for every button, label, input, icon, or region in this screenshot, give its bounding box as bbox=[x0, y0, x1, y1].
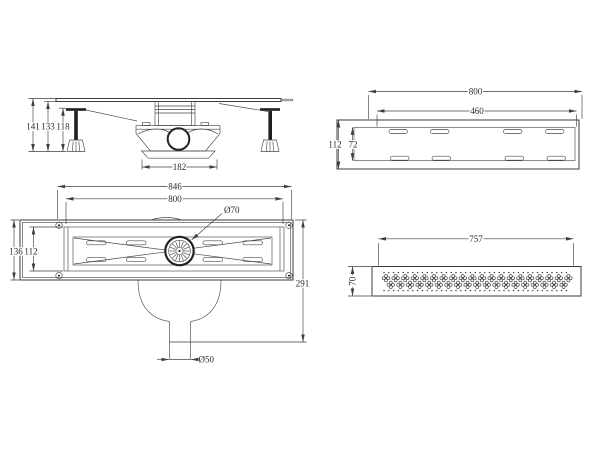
dim-channel-height-inner: 72 bbox=[347, 127, 359, 161]
trap-outlet-circle bbox=[166, 127, 191, 151]
dim-label-112-side: 112 bbox=[328, 140, 341, 150]
dim-mid-height: 133 bbox=[41, 101, 56, 152]
dim-label-72: 72 bbox=[349, 140, 358, 150]
dim-label-846: 846 bbox=[168, 182, 182, 192]
dim-label-118: 118 bbox=[56, 122, 70, 132]
dim-total-depth: 291 bbox=[169, 219, 310, 343]
dim-label-141: 141 bbox=[26, 122, 40, 132]
side-elevation-view: 141 133 118 182 bbox=[26, 98, 293, 172]
dim-label-d70: Ø70 bbox=[224, 205, 240, 215]
dim-label-d50: Ø50 bbox=[199, 355, 215, 365]
dim-grate-length: 757 bbox=[378, 234, 574, 266]
dim-channel-length-outer: 800 bbox=[368, 87, 583, 119]
grate-perforation-pattern bbox=[381, 271, 573, 292]
dim-label-136: 136 bbox=[9, 246, 23, 256]
grate-view: 757 70 bbox=[348, 234, 582, 297]
dim-label-800-plan: 800 bbox=[168, 194, 182, 204]
plan-view: Ø70 846 800 136 112 bbox=[9, 182, 310, 365]
trap-and-outlet bbox=[137, 280, 222, 360]
dim-outlet-diameter: Ø50 bbox=[157, 355, 214, 365]
dim-grate-width: 70 bbox=[348, 266, 371, 297]
dim-label-800-top: 800 bbox=[469, 87, 483, 97]
dim-leg-height: 118 bbox=[56, 107, 70, 152]
dim-strainer-diameter: Ø70 bbox=[191, 205, 240, 241]
dim-label-112-plan: 112 bbox=[24, 246, 37, 256]
dim-trap-width: 182 bbox=[141, 159, 218, 172]
dim-channel-length-inner: 460 bbox=[376, 106, 577, 127]
plan-slots bbox=[86, 240, 263, 262]
dim-label-757: 757 bbox=[469, 234, 483, 244]
dim-label-70: 70 bbox=[348, 276, 358, 286]
dim-channel-height-outer: 112 bbox=[328, 119, 342, 170]
dim-flange-width: 136 bbox=[9, 219, 23, 281]
corner-screws bbox=[55, 221, 293, 280]
channel-slots bbox=[388, 129, 566, 161]
strainer-spokes bbox=[169, 240, 190, 262]
channel-long-side-view: 800 460 112 72 bbox=[328, 87, 583, 170]
dim-flange-length: 846 bbox=[57, 182, 292, 219]
dim-label-291: 291 bbox=[296, 278, 310, 288]
dim-label-460: 460 bbox=[470, 106, 484, 116]
dim-plan-channel-width: 112 bbox=[24, 226, 63, 272]
dim-label-182: 182 bbox=[173, 162, 187, 172]
dim-label-133: 133 bbox=[41, 122, 55, 132]
dim-plan-channel-length: 800 bbox=[65, 194, 284, 224]
strainer bbox=[164, 235, 195, 267]
